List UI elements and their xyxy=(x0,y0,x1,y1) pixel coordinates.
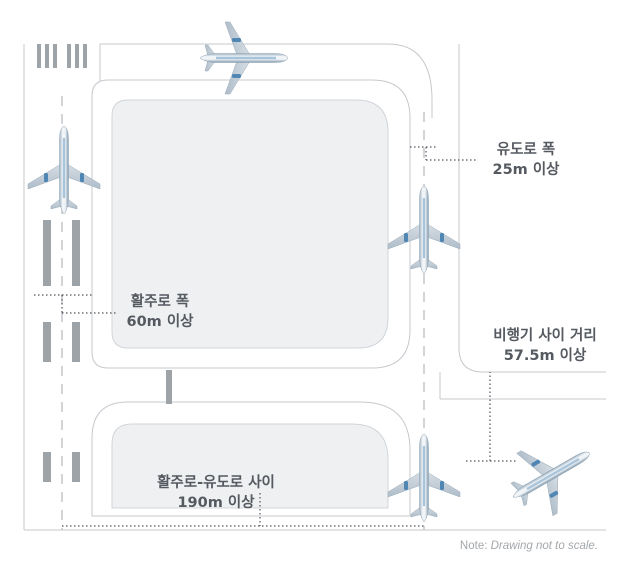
runway-width-title: 활주로 폭 xyxy=(130,294,190,310)
taxiway-width-value: 25m 이상 xyxy=(492,162,560,178)
infield-areas xyxy=(91,79,411,517)
taxiway-width-label: 유도로 폭 25m 이상 xyxy=(476,140,576,180)
runway-width-label: 활주로 폭 60m 이상 xyxy=(112,292,208,332)
aircraft-separation-label: 비행기 사이 거리 57.5m 이상 xyxy=(478,326,612,366)
scale-note: Note: Drawing not to scale. xyxy=(460,540,598,552)
scale-note-text: Drawing not to scale. xyxy=(490,540,598,552)
runway-markings xyxy=(43,220,172,482)
runway-width-value: 60m 이상 xyxy=(126,314,194,330)
runway-taxiway-separation-title: 활주로-유도로 사이 xyxy=(157,475,275,491)
scale-note-prefix: Note: xyxy=(459,540,491,552)
aircraft-separation-title: 비행기 사이 거리 xyxy=(493,328,597,344)
runway-taxiway-separation-label: 활주로-유도로 사이 190m 이상 xyxy=(136,473,296,513)
dimension-lines xyxy=(34,146,516,527)
taxiway-width-title: 유도로 폭 xyxy=(496,142,556,158)
aircraft-separation-value: 57.5m 이상 xyxy=(503,348,587,364)
runway-taxiway-separation-value: 190m 이상 xyxy=(177,495,255,511)
threshold-markings xyxy=(37,44,87,68)
